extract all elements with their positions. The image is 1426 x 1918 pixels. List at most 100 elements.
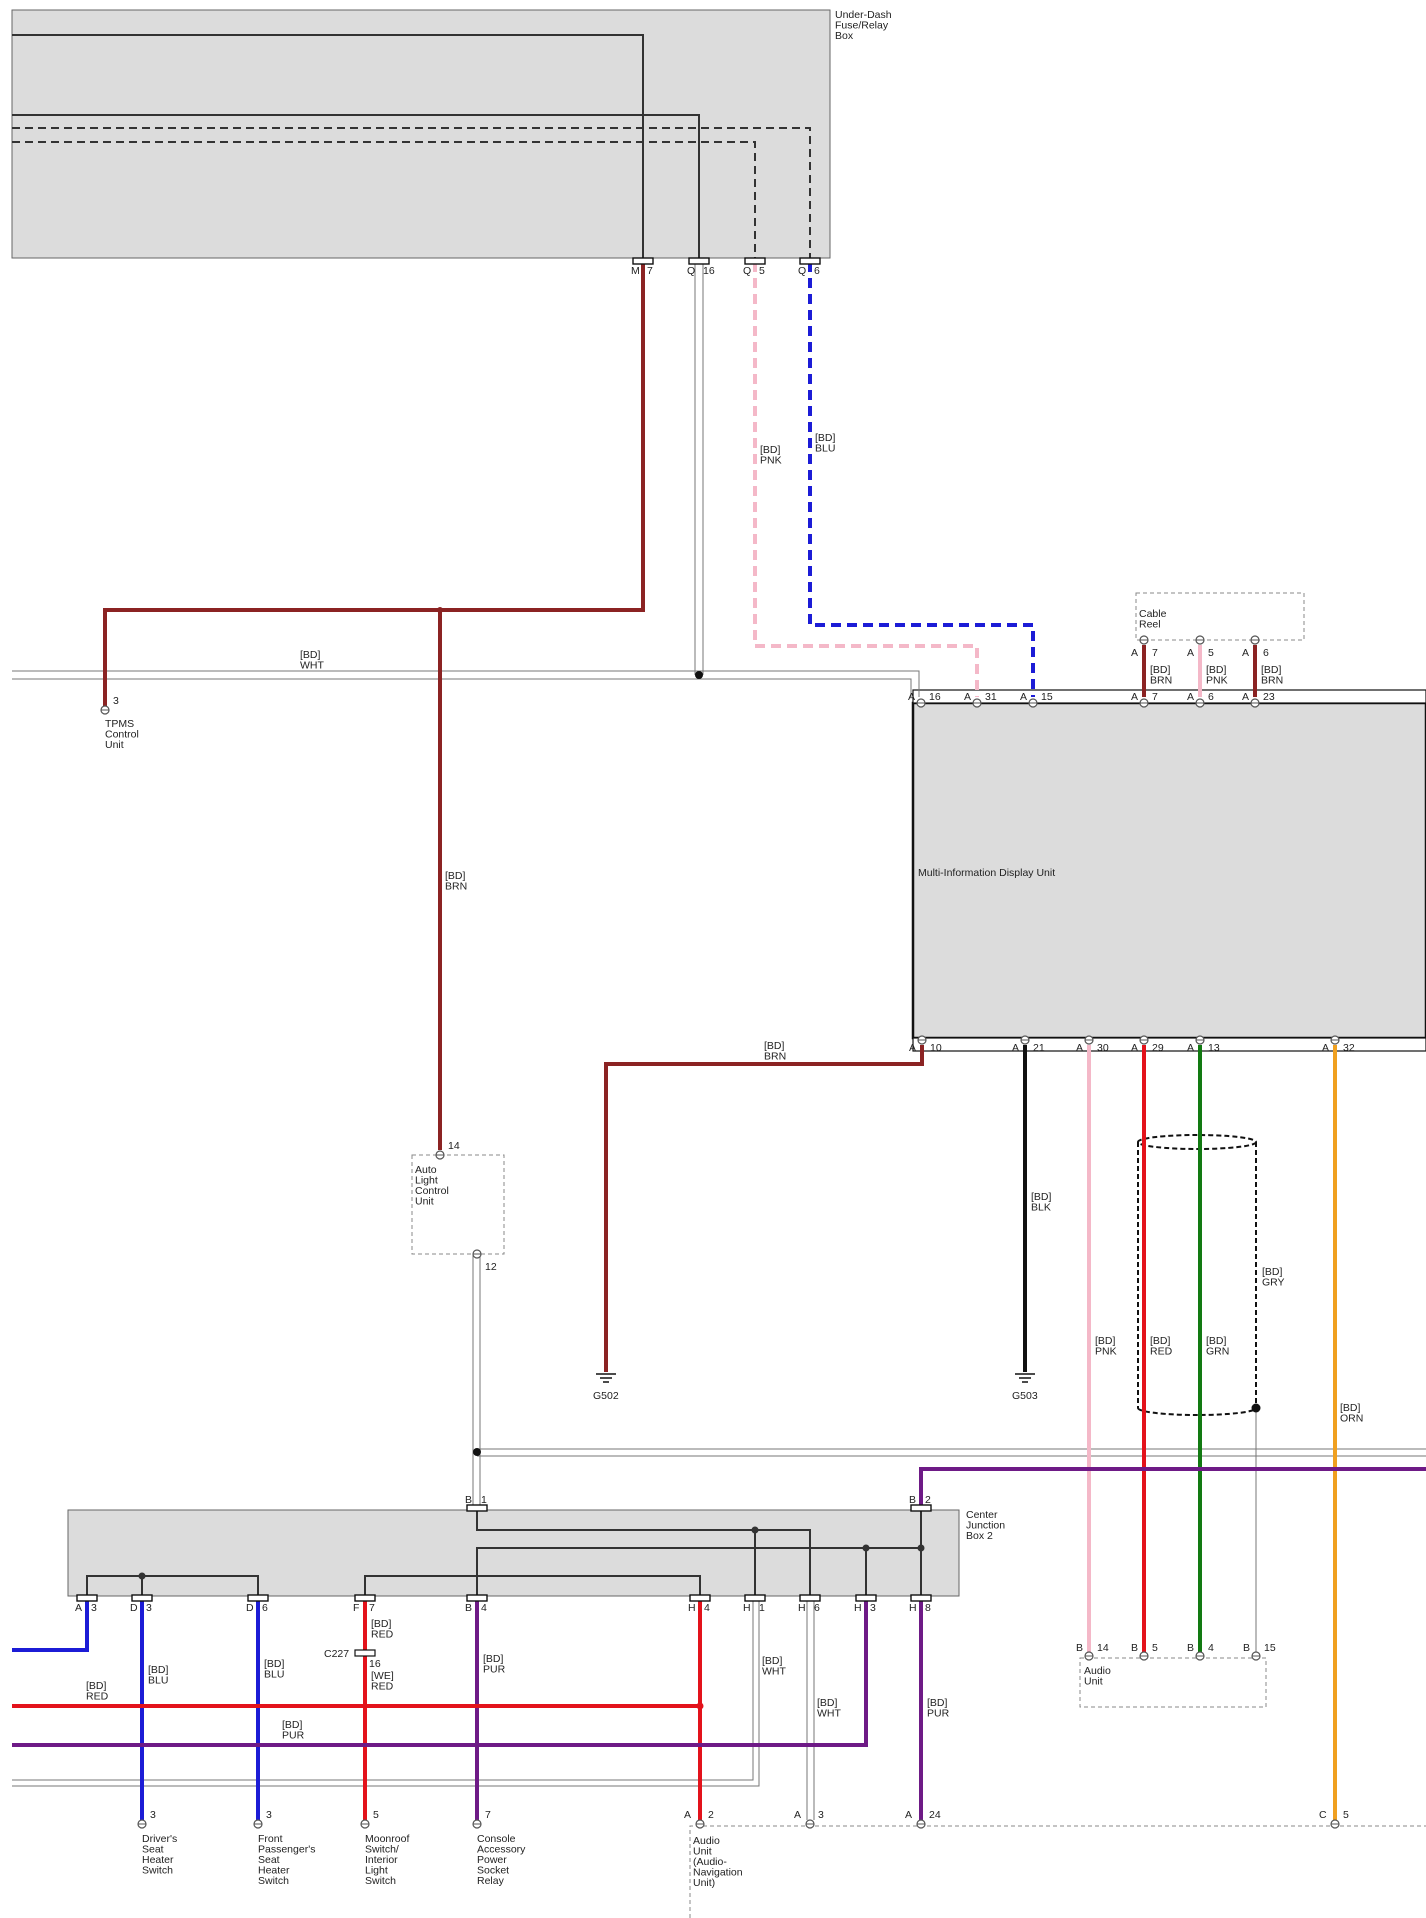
gry-splice [1251, 1403, 1261, 1413]
wire-label-grn-low: [BD]GRN [1206, 1335, 1229, 1358]
bottom-num-0: 3 [150, 1809, 156, 1821]
cjb-bottom-num-6: 1 [759, 1602, 765, 1614]
mid-top-num-2: 15 [1041, 691, 1053, 703]
cjb-bottom-letter-1: D [130, 1602, 138, 1614]
cjb-splice-4 [917, 1544, 925, 1552]
mid-top-num-5: 23 [1263, 691, 1275, 703]
wire-label-q5-pnk: [BD]PNK [760, 444, 782, 467]
bottom-letter-6: A [905, 1809, 912, 1821]
fuse-pin-3 [799, 257, 821, 265]
cjb-bottom-pin-7 [799, 1594, 821, 1602]
cjb-top-num-0: 1 [481, 1494, 487, 1506]
mid-top-letter-2: A [1020, 691, 1027, 703]
bottom-num-5: 3 [818, 1809, 824, 1821]
audio-b-letter-0: B [1076, 1642, 1083, 1654]
mid-top-num-3: 7 [1152, 691, 1158, 703]
wire-blu-a3 [12, 1600, 89, 1652]
fuse-pin-letter-3: Q [798, 265, 806, 277]
cjb-top-letter-0: B [465, 1494, 472, 1506]
mid-bottom-num-5: 32 [1343, 1042, 1355, 1054]
audio-b-letter-2: B [1187, 1642, 1194, 1654]
cjb-bottom-pin-1 [131, 1594, 153, 1602]
mid-bottom-letter-3: A [1131, 1042, 1138, 1054]
fuse-pin-2 [744, 257, 766, 265]
cjb-bottom-letter-8: H [854, 1602, 862, 1614]
mid-bottom-letter-0: A [909, 1042, 916, 1054]
mid-bottom-connector-strip [912, 1037, 1426, 1052]
bottom-letter-4: A [684, 1809, 691, 1821]
cjb-bottom-pin-2 [247, 1594, 269, 1602]
gry-shield [1137, 1134, 1257, 1416]
wire-pur-b2 [919, 1467, 1426, 1505]
wire-pur-h3 [12, 1600, 868, 1747]
audio-b-num-3: 15 [1264, 1642, 1276, 1654]
mid-top-num-4: 6 [1208, 691, 1214, 703]
wire-label-cr-brn2: [BD]BRN [1261, 664, 1283, 687]
connector-markers [76, 257, 1340, 1829]
mid-bottom-letter-5: A [1322, 1042, 1329, 1054]
wire-pnk-q5 [753, 262, 979, 697]
cjb-bottom-num-0: 3 [91, 1602, 97, 1614]
mid-bottom-num-2: 30 [1097, 1042, 1109, 1054]
wire-label-orn: [BD]ORN [1340, 1402, 1363, 1425]
cjb-bottom-letter-0: A [75, 1602, 82, 1614]
cjb-bottom-pin-5 [689, 1594, 711, 1602]
cable-reel-num-0: 7 [1152, 647, 1158, 659]
wire-brn-m7 [103, 262, 645, 1150]
mid-top-letter-1: A [964, 691, 971, 703]
wire-label-b4-pur: [BD]PUR [483, 1653, 506, 1676]
fuse-pin-letter-0: M [631, 265, 640, 277]
bottom-num-4: 2 [708, 1809, 714, 1821]
mid-top-letter-3: A [1131, 691, 1138, 703]
cable-reel-letter-1: A [1187, 647, 1194, 659]
wire-label-blu-d6: [BD]BLU [264, 1658, 285, 1681]
cjb-top-num-1: 2 [925, 1494, 931, 1506]
cjb-bottom-letter-3: F [353, 1602, 359, 1614]
mid-bottom-letter-4: A [1187, 1042, 1194, 1054]
wire-label-mid-brn-ground: [BD]BRN [764, 1040, 786, 1063]
wire-brn-a10-g502 [604, 1045, 924, 1372]
cjb-bottom-letter-5: H [688, 1602, 696, 1614]
mid-top-num-0: 16 [929, 691, 941, 703]
mid-top-letter-0: A [908, 691, 915, 703]
mid-bottom-num-4: 13 [1208, 1042, 1220, 1054]
wire-label-wht-main: [BD]WHT [300, 649, 324, 672]
mid-bottom-letter-1: A [1012, 1042, 1019, 1054]
ground-g503-symbol [1015, 1373, 1035, 1383]
wire-label-h8-pur: [BD]PUR [927, 1697, 950, 1720]
wire-label-cr-brn1: [BD]BRN [1150, 664, 1172, 687]
label-mid: Multi-Information Display Unit [918, 867, 1055, 879]
fuse-pin-num-1: 16 [703, 265, 715, 277]
wire-label-f7-red: [BD]RED [371, 1618, 394, 1641]
cjb-bottom-letter-4: B [465, 1602, 472, 1614]
wire-label-h1-wht: [BD]WHT [762, 1655, 786, 1678]
label-c227: C227 [324, 1648, 349, 1660]
cjb-bottom-num-4: 4 [481, 1602, 487, 1614]
cable-reel-letter-0: A [1131, 647, 1138, 659]
splice-brn [437, 607, 443, 613]
auto-light-control-unit-box [411, 1154, 505, 1255]
mid-top-connector-strip [912, 689, 1426, 704]
audio-b-num-2: 4 [1208, 1642, 1214, 1654]
ground-g502-symbol [596, 1373, 616, 1383]
cjb-bottom-num-9: 8 [925, 1602, 931, 1614]
cjb-bottom-letter-9: H [909, 1602, 917, 1614]
wire-red-h4 [12, 1600, 702, 1820]
multi-information-display-unit [911, 701, 1426, 1040]
mid-top-letter-5: A [1242, 691, 1249, 703]
audio-b-letter-1: B [1131, 1642, 1138, 1654]
cable-reel-num-1: 5 [1208, 647, 1214, 659]
wire-label-h6-wht: [BD]WHT [817, 1697, 841, 1720]
mid-bottom-num-1: 21 [1033, 1042, 1045, 1054]
auto-light-top-num: 14 [448, 1140, 460, 1152]
cjb-bottom-pin-9 [910, 1594, 932, 1602]
